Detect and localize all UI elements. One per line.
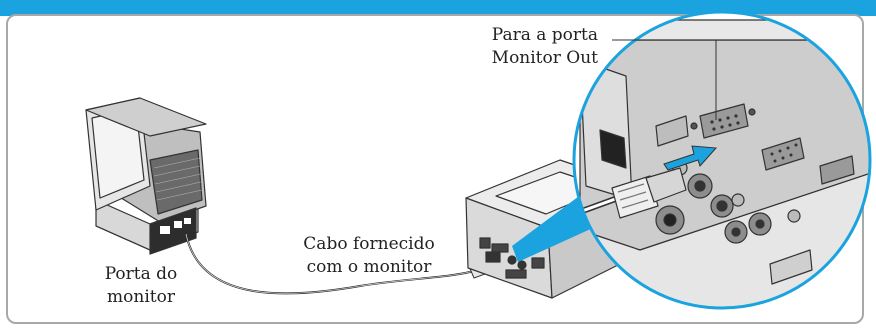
label-monitor-out: Para a porta Monitor Out — [458, 24, 598, 70]
header-bar — [0, 0, 876, 16]
label-monitor-port-line2: monitor — [107, 287, 175, 307]
label-monitor-out-line2: Monitor Out — [491, 48, 598, 68]
label-cable-line1: Cabo fornecido — [303, 234, 435, 254]
monitor-icon — [85, 97, 207, 255]
leader-line-monitor-out — [612, 39, 717, 120]
label-cable-line2: com o monitor — [306, 257, 432, 277]
label-monitor-out-line1: Para a porta — [491, 25, 598, 45]
label-monitor-port-line1: Porta do — [104, 264, 178, 284]
magnifier-circle-icon — [572, 10, 872, 310]
arrow-icon — [663, 145, 718, 171]
label-cable: Cabo fornecido com o monitor — [298, 233, 440, 279]
label-monitor-port: Porta do monitor — [96, 263, 186, 309]
